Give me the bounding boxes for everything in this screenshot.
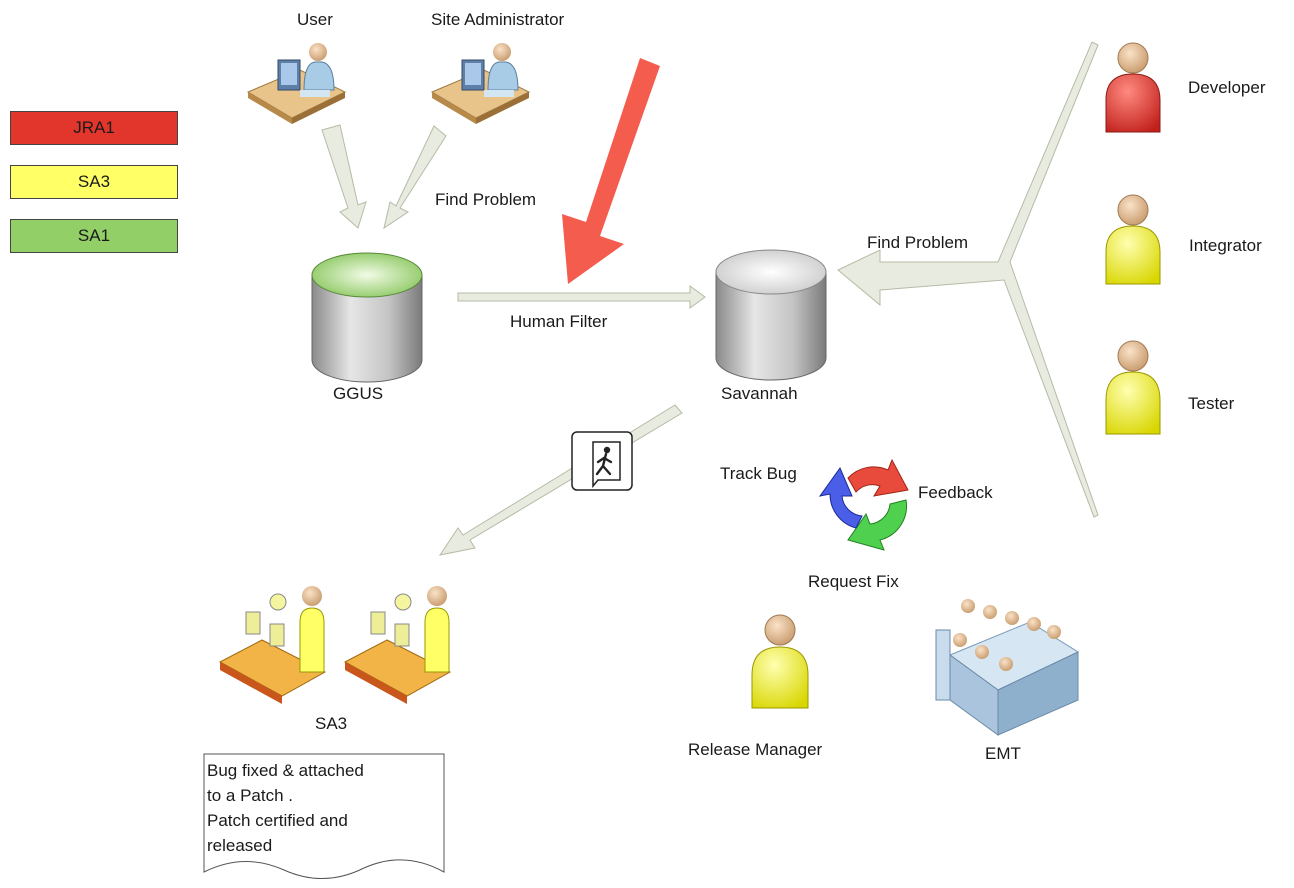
legend-sa3: SA3: [10, 165, 178, 199]
note-line: to a Patch .: [207, 786, 293, 805]
track-bug-label: Track Bug: [720, 464, 797, 483]
legend-sa1: SA1: [10, 219, 178, 253]
savannah-database-icon: [715, 249, 827, 381]
sa3-label: SA3: [315, 714, 348, 733]
savannah-label: Savannah: [721, 384, 798, 403]
request-fix-label: Request Fix: [808, 572, 899, 591]
developer-icon: [1105, 42, 1161, 133]
arrow-human-filter: [457, 285, 706, 309]
feedback-label: Feedback: [918, 483, 993, 502]
sa3-workers-icon: [218, 586, 452, 704]
release-manager-label: Release Manager: [688, 740, 823, 759]
arrow-admin-to-ggus: [383, 125, 447, 230]
integrator-label: Integrator: [1189, 236, 1262, 255]
user-label: User: [297, 10, 333, 29]
cycle-icon: [818, 458, 909, 551]
developer-label: Developer: [1188, 78, 1266, 97]
legend-jra1: JRA1: [10, 111, 178, 145]
human-filter-label: Human Filter: [510, 312, 608, 331]
user-workstation-icon: [246, 43, 347, 124]
integrator-icon: [1105, 194, 1161, 285]
patch-note: Bug fixed & attached to a Patch . Patch …: [207, 758, 444, 858]
note-line: released: [207, 836, 273, 855]
arrow-user-to-ggus: [321, 124, 367, 229]
arrow-savannah-to-sa3: [438, 404, 683, 556]
find-problem-label-left: Find Problem: [435, 190, 537, 209]
site-admin-workstation-icon: [430, 43, 531, 124]
ggus-label: GGUS: [333, 384, 384, 403]
site-admin-label: Site Administrator: [431, 10, 565, 29]
note-line: Patch certified and: [207, 811, 348, 830]
find-problem-label-right: Find Problem: [867, 233, 969, 252]
highlight-arrow: [562, 58, 660, 284]
note-paper-shape: [203, 753, 445, 879]
release-manager-icon: [751, 614, 809, 709]
note-line: Bug fixed & attached: [207, 761, 364, 780]
emt-label: EMT: [985, 744, 1021, 763]
tester-label: Tester: [1188, 394, 1235, 413]
exit-door-icon: [571, 431, 633, 491]
arrow-find-problem-roles: [837, 41, 1099, 518]
tester-icon: [1105, 340, 1161, 435]
emt-meeting-icon: [935, 599, 1080, 736]
ggus-database-icon: [311, 252, 423, 383]
